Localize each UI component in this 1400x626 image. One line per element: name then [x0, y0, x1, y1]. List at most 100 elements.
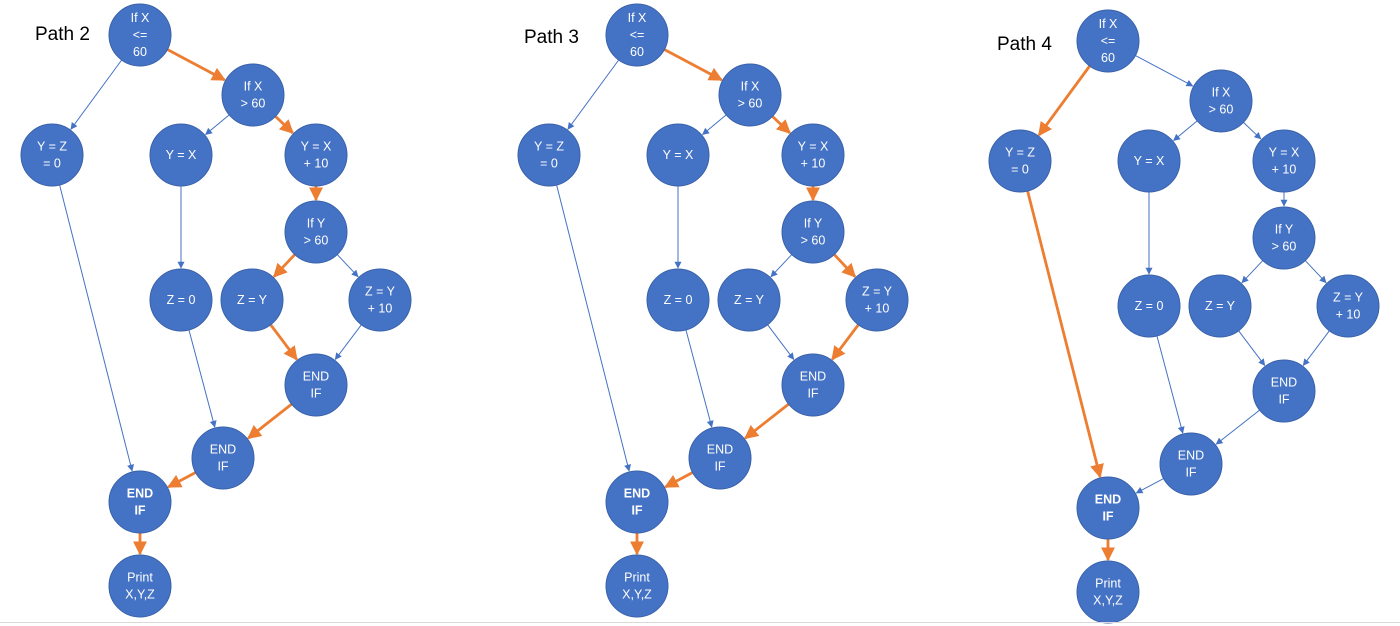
- z-eq-0-node: Z = 0: [646, 268, 710, 332]
- node-label-line: Y = X: [301, 140, 332, 154]
- y-eq-x-node: Y = X: [646, 123, 710, 187]
- node-label-line: If X: [131, 11, 150, 25]
- node-label-line: Y = Z: [1005, 146, 1035, 160]
- edge-n1-to-n2-highlighted: [663, 48, 723, 82]
- node-label-line: Z = Y: [237, 293, 268, 307]
- edge-n6-to-n9: [336, 254, 359, 278]
- node-shape: [284, 200, 348, 264]
- node-label-line: > 60: [801, 234, 826, 248]
- y-eq-x-plus-10-node: Y = X+ 10: [1252, 129, 1316, 193]
- edge-n10-to-n11: [1215, 409, 1260, 445]
- node-label-line: IF: [714, 460, 725, 474]
- edge-n6-to-n9-highlighted: [833, 253, 857, 278]
- node-label-line: Y = Z: [534, 140, 564, 154]
- panel-title-path-3: Path 3: [524, 27, 579, 48]
- edge-n10-to-n11-highlighted: [247, 403, 293, 440]
- node-shape: [605, 554, 669, 618]
- node-label-line: Z = Y: [365, 285, 396, 299]
- node-shape: [1076, 9, 1140, 73]
- node-label-line: Y = Z: [37, 140, 67, 154]
- node-label-line: If X: [244, 80, 263, 94]
- node-label-line: IF: [134, 504, 145, 518]
- node-label-line: END: [127, 487, 153, 501]
- node-label-line: X,Y,Z: [622, 588, 652, 602]
- node-label-line: Print: [1095, 577, 1121, 591]
- node-shape: [1117, 274, 1181, 338]
- node-label-line: Z = 0: [664, 293, 693, 307]
- edge-n6-to-n8: [770, 254, 793, 278]
- node-label-line: If X: [628, 11, 647, 25]
- node-shape: [845, 268, 909, 332]
- z-eq-0-node: Z = 0: [1117, 274, 1181, 338]
- node-shape: [108, 3, 172, 67]
- node-label-line: If Y: [307, 217, 326, 231]
- node-shape: [108, 554, 172, 618]
- node-label-line: Z = Y: [1205, 299, 1236, 313]
- node-label-line: END: [624, 487, 650, 501]
- node-label-line: IF: [1278, 393, 1289, 407]
- y-eq-x-node: Y = X: [149, 123, 213, 187]
- node-shape: [149, 123, 213, 187]
- z-eq-y-node: Z = Y: [220, 268, 284, 332]
- node-label-line: + 10: [368, 302, 393, 316]
- node-shape: [717, 268, 781, 332]
- end-if-middle-node: END IF: [688, 426, 752, 490]
- z-eq-0-node: Z = 0: [149, 268, 213, 332]
- edge-n8-to-n10: [767, 324, 795, 360]
- node-label-line: IF: [1102, 510, 1113, 524]
- node-label-line: If X: [741, 80, 760, 94]
- node-label-line: IF: [807, 387, 818, 401]
- node-label-line: > 60: [1209, 103, 1234, 117]
- edge-n2-to-n4: [702, 114, 727, 135]
- node-label-line: 60: [133, 45, 147, 59]
- edge-n2-to-n4: [205, 114, 230, 135]
- node-label-line: IF: [631, 504, 642, 518]
- if-x-le-60-node: If X <= 60: [605, 3, 669, 67]
- end-if-outer-node: END IF: [605, 470, 669, 534]
- edge-n3-to-n12: [556, 184, 631, 472]
- node-label-line: If Y: [804, 217, 823, 231]
- node-shape: [605, 470, 669, 534]
- edge-n6-to-n8-highlighted: [272, 253, 296, 278]
- node-label-line: Z = Y: [862, 285, 893, 299]
- node-label-line: IF: [217, 460, 228, 474]
- node-label-line: If X: [1099, 17, 1118, 31]
- node-shape: [221, 63, 285, 127]
- node-label-line: = 0: [1011, 163, 1029, 177]
- node-shape: [1252, 129, 1316, 193]
- edge-n1-to-n3: [567, 59, 620, 130]
- edge-n11-to-n12-highlighted: [167, 471, 197, 489]
- node-label-line: <=: [630, 28, 645, 42]
- z-eq-y-node: Z = Y: [717, 268, 781, 332]
- edge-n7-to-n11: [1156, 335, 1185, 434]
- edge-n6-to-n9: [1304, 260, 1327, 284]
- node-label-line: 60: [630, 45, 644, 59]
- edge-n3-to-n12: [59, 184, 134, 472]
- node-shape: [191, 426, 255, 490]
- node-label-line: END: [707, 443, 733, 457]
- edge-n1-to-n2-highlighted: [166, 48, 226, 82]
- y-eq-z-eq-0-node: Y = Z= 0: [20, 123, 84, 187]
- edge-n2-to-n4: [1173, 120, 1198, 141]
- if-y-gt-60-node: If Y> 60: [1252, 206, 1316, 270]
- node-shape: [1076, 476, 1140, 540]
- node-label-line: + 10: [1272, 163, 1297, 177]
- if-x-le-60-node: If X<=60: [108, 3, 172, 67]
- node-shape: [718, 63, 782, 127]
- if-x-gt-60-node: If X> 60: [718, 63, 782, 127]
- node-shape: [517, 123, 581, 187]
- panel-title-path-2: Path 2: [35, 24, 90, 45]
- node-shape: [1316, 274, 1380, 338]
- node-label-line: + 10: [801, 157, 826, 171]
- node-shape: [1252, 206, 1316, 270]
- node-label-line: > 60: [304, 234, 329, 248]
- node-label-line: Z = 0: [1135, 299, 1164, 313]
- node-shape: [108, 470, 172, 534]
- node-label-line: IF: [310, 387, 321, 401]
- node-label-line: Z = Y: [1333, 291, 1364, 305]
